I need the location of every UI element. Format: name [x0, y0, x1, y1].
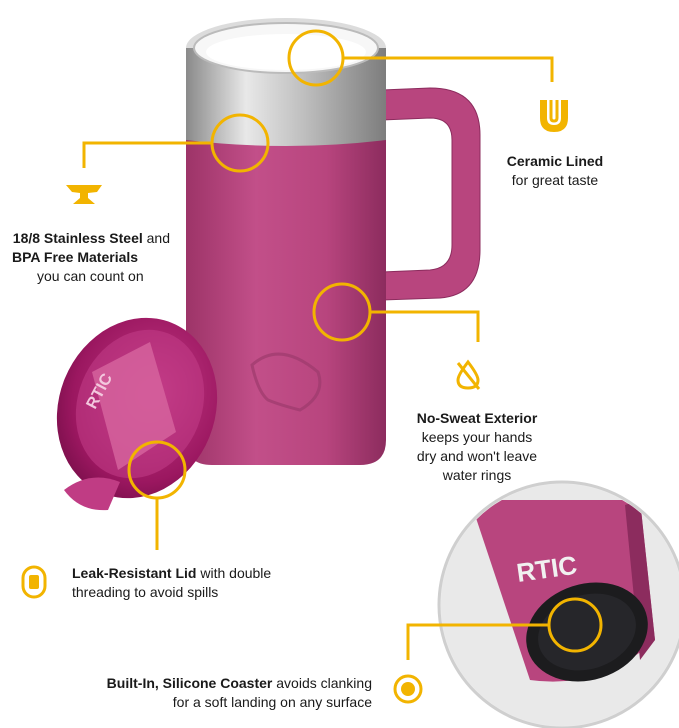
feature-ceramic: Ceramic Lined for great taste [480, 152, 630, 190]
feature-lid-title: Leak-Resistant Lid [72, 565, 197, 581]
callouts [82, 29, 603, 660]
feature-sweat-desc-3: water rings [442, 467, 512, 483]
feature-sweat-desc-1: keeps your hands [421, 429, 533, 445]
feature-steel-desc: you can count on [37, 268, 144, 284]
feature-steel: 18/8 Stainless Steel and BPA Free Materi… [0, 229, 170, 286]
feature-lid: Leak-Resistant Lid with double threading… [72, 564, 352, 602]
feature-steel-title-2: BPA Free Materials [12, 249, 139, 265]
mug-body [186, 18, 386, 465]
u-shape-icon [540, 100, 568, 132]
tumbler-lid-icon [21, 565, 47, 599]
feature-sweat: No-Sweat Exterior keeps your hands dry a… [392, 409, 562, 485]
feature-steel-conj: and [142, 230, 170, 246]
lid: RTIC [56, 317, 218, 511]
mug-handle [381, 87, 481, 301]
anvil-icon [66, 185, 102, 204]
coaster-icon [393, 674, 423, 704]
feature-steel-title-1: 18/8 Stainless Steel [12, 230, 143, 246]
feature-coaster: Built-In, Silicone Coaster avoids clanki… [60, 674, 372, 712]
feature-sweat-title: No-Sweat Exterior [416, 410, 538, 426]
feature-coaster-desc-2: for a soft landing on any surface [172, 694, 372, 710]
feature-ceramic-title: Ceramic Lined [506, 153, 604, 169]
feature-ceramic-desc: for great taste [511, 172, 599, 188]
feature-coaster-desc-1: avoids clanking [272, 675, 372, 691]
no-drop-icon [456, 359, 481, 390]
feature-lid-desc-1: with double [196, 565, 272, 581]
feature-lid-desc-2: threading to avoid spills [72, 584, 219, 600]
feature-coaster-title: Built-In, Silicone Coaster [106, 675, 273, 691]
feature-sweat-desc-2: dry and won't leave [416, 448, 538, 464]
